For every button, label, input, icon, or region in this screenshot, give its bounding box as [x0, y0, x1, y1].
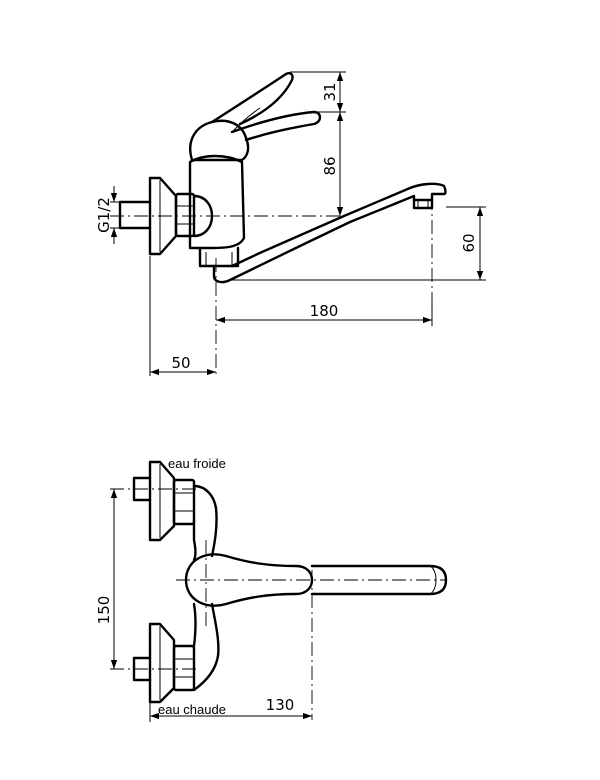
label-cold-water: eau froide: [168, 456, 226, 471]
label-hot-water: eau chaude: [158, 702, 226, 717]
dimension-thread: G1/2: [95, 186, 118, 244]
dimension-handle-height: 31: [321, 72, 344, 112]
dimension-spout-reach: 180: [216, 302, 432, 324]
dimension-wall-offset-label: 50: [171, 354, 190, 372]
top-view: 150 130 eau froide eau chaude: [95, 456, 448, 722]
dimension-wall-offset: 50: [150, 354, 216, 376]
dimension-depth: 130: [149, 696, 312, 722]
hex-nut: [174, 192, 196, 238]
dimension-handle-height-label: 31: [321, 82, 339, 101]
dimension-spout-drop-label: 60: [460, 233, 478, 252]
side-view: 31 86 G1/2 60 180 50: [95, 71, 486, 376]
dimension-inlet-spacing-label: 150: [95, 596, 113, 625]
dimension-thread-label: G1/2: [95, 197, 113, 233]
dimension-spout-drop: 60: [460, 207, 484, 280]
wall-pipe-stub: [118, 200, 152, 230]
valve-body: [188, 154, 246, 268]
hot-inlet: [132, 622, 196, 704]
dimension-body-height-label: 86: [321, 156, 339, 175]
dimension-spout-reach-label: 180: [310, 302, 339, 320]
mixer-body: [192, 484, 220, 692]
dimension-depth-label: 130: [266, 696, 295, 714]
swivel-spout: [212, 182, 447, 284]
dimension-inlet-spacing: 150: [95, 489, 118, 669]
dimension-body-height: 86: [321, 112, 344, 216]
lever-handle: [189, 72, 322, 162]
cold-inlet: [132, 460, 196, 542]
